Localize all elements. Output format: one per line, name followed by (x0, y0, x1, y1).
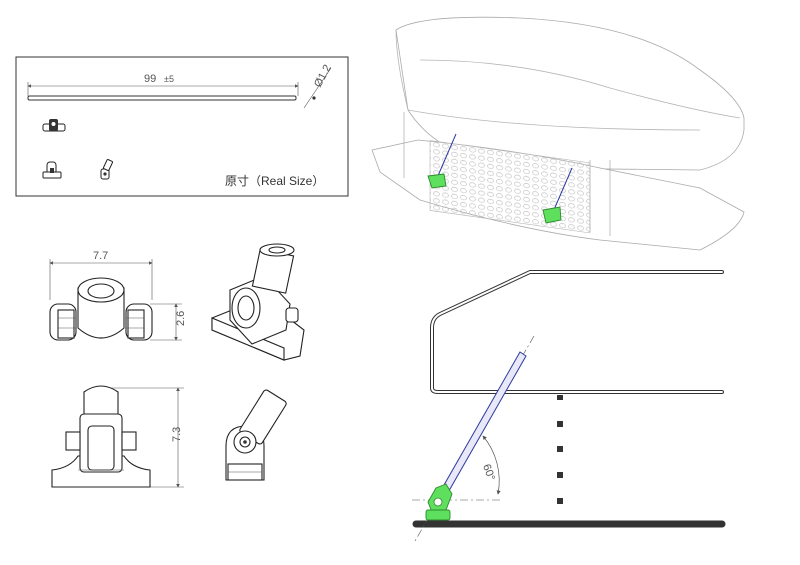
rod-right-installed (552, 167, 573, 213)
rod-left-installed (436, 133, 457, 179)
rod-length-label: 99 (144, 73, 156, 85)
bracket-angled-view (225, 389, 287, 481)
bracket-right-installed (542, 206, 562, 224)
bracket-installed-side (427, 483, 453, 513)
height-label: 2.6 (175, 311, 187, 326)
bracket-side-view: 7.3 (51, 385, 184, 488)
panel-border (15, 56, 349, 197)
rod-section-dot (312, 96, 316, 100)
real-size-panel: 99 ±5 Ø1.2 原寸（Real Size） (15, 56, 349, 197)
bracket-real-size-side (42, 161, 62, 179)
bracket-front-view: 7.7 2.6 (49, 250, 187, 341)
installation-view: 60° (412, 270, 726, 542)
bracket-real-size-iso (100, 159, 114, 180)
side-height-label: 7.3 (171, 427, 183, 442)
angle-arc (482, 435, 501, 495)
angle-label: 60° (480, 463, 497, 483)
bracket-left-installed (427, 173, 447, 189)
rod-real-size (27, 95, 297, 101)
vehicle-rendering (371, 16, 745, 251)
bracket-real-size-front (42, 119, 66, 132)
real-size-caption: 原寸（Real Size） (225, 174, 324, 188)
bracket-iso-view (211, 243, 305, 361)
width-label: 7.7 (93, 250, 108, 262)
rod-tolerance-label: ±5 (164, 74, 174, 84)
diameter-leader (303, 67, 332, 109)
